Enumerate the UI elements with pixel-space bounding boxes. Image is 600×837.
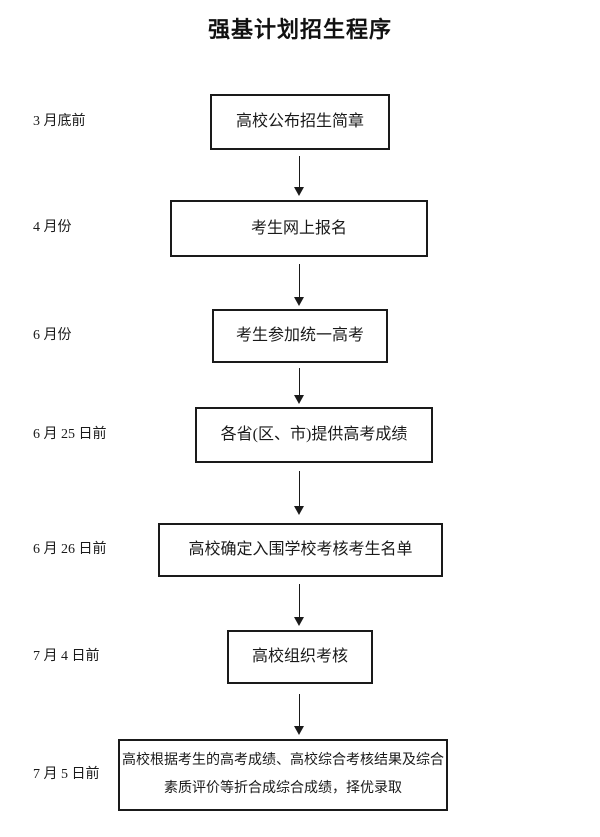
flow-step-box: 高校公布招生简章 — [210, 94, 390, 150]
flow-arrow-down-icon — [293, 156, 305, 196]
step-date-label: 6 月份 — [33, 328, 72, 343]
flow-arrow-down-icon — [293, 264, 305, 306]
step-date-label: 4 月份 — [33, 220, 72, 235]
step-date-label: 3 月底前 — [33, 114, 86, 129]
flow-arrow-down-icon — [293, 471, 305, 515]
page-title: 强基计划招生程序 — [207, 17, 392, 42]
flow-step-label-line1: 高校根据考生的高考成绩、高校综合考核结果及综合 — [122, 753, 444, 768]
flow-arrow-down-icon — [293, 584, 305, 626]
flow-step-label: 考生参加统一高考 — [235, 327, 364, 345]
flow-step-box: 高校确定入围学校考核考生名单 — [158, 523, 443, 577]
step-date-label: 7 月 4 日前 — [33, 649, 100, 664]
flow-step-label-line2: 素质评价等折合成综合成绩，择优录取 — [164, 781, 402, 796]
flow-step-box: 各省(区、市)提供高考成绩 — [195, 407, 433, 463]
flow-step-label: 考生网上报名 — [250, 219, 347, 237]
flow-arrow-down-icon — [293, 694, 305, 735]
step-date-label: 6 月 26 日前 — [33, 542, 107, 557]
flow-step-label: 高校组织考核 — [251, 648, 348, 666]
flow-step-label: 高校确定入围学校考核考生名单 — [188, 541, 413, 559]
flow-step-label: 高校公布招生简章 — [235, 113, 364, 131]
flow-arrow-down-icon — [293, 368, 305, 404]
flow-step-box: 考生网上报名 — [170, 200, 428, 257]
step-date-label: 6 月 25 日前 — [33, 427, 107, 442]
flow-step-box: 考生参加统一高考 — [212, 309, 388, 363]
step-date-label: 7 月 5 日前 — [33, 767, 100, 782]
flow-step-label: 各省(区、市)提供高考成绩 — [220, 426, 408, 444]
flow-step-box: 高校根据考生的高考成绩、高校综合考核结果及综合 素质评价等折合成综合成绩，择优录… — [118, 739, 448, 811]
flow-step-box: 高校组织考核 — [227, 630, 373, 684]
